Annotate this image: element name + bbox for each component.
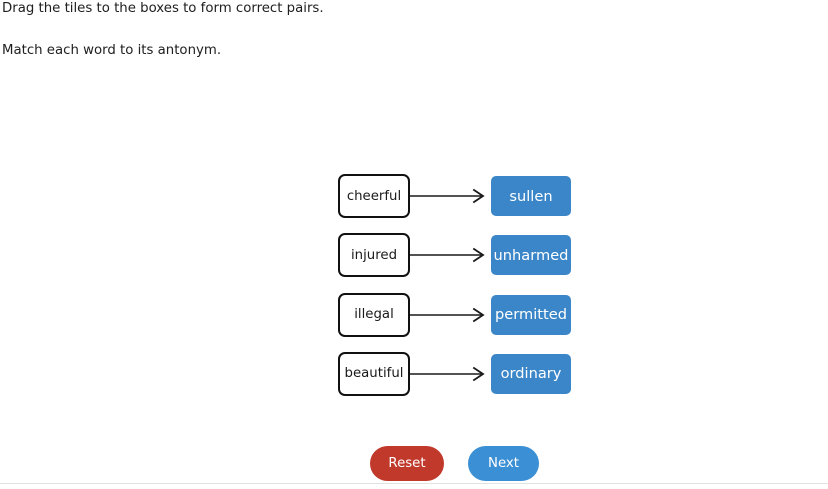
answer-label: unharmed	[493, 246, 569, 264]
answer-label: permitted	[495, 306, 567, 324]
pair-arrow-icon	[410, 187, 492, 205]
match-row: cheerful sullen	[338, 174, 578, 233]
prompt-label: illegal	[354, 307, 394, 323]
answer-tile-sullen[interactable]: sullen	[491, 176, 571, 216]
button-bar: Reset Next	[0, 446, 828, 482]
pair-arrow-icon	[410, 365, 492, 383]
bottom-divider	[0, 483, 828, 484]
pair-arrow-icon	[410, 306, 492, 324]
prompt-box-cheerful[interactable]: cheerful	[338, 174, 410, 218]
pair-arrow-icon	[410, 246, 492, 264]
prompt-box-illegal[interactable]: illegal	[338, 292, 410, 337]
next-button[interactable]: Next	[468, 446, 539, 481]
match-row: injured unharmed	[338, 233, 578, 292]
prompt-box-injured[interactable]: injured	[338, 233, 410, 278]
instruction-line-2: Match each word to its antonym.	[2, 43, 222, 59]
matching-exercise-area: cheerful sullen injured unharmed illeg	[338, 174, 578, 411]
match-row: beautiful ordinary	[338, 351, 578, 411]
prompt-label: cheerful	[346, 188, 402, 204]
prompt-label: beautiful	[344, 366, 404, 382]
answer-tile-ordinary[interactable]: ordinary	[491, 353, 571, 394]
answer-tile-permitted[interactable]: permitted	[491, 294, 571, 335]
answer-tile-unharmed[interactable]: unharmed	[491, 235, 571, 276]
prompt-label: injured	[350, 247, 398, 263]
reset-button[interactable]: Reset	[370, 446, 444, 481]
prompt-box-beautiful[interactable]: beautiful	[338, 351, 410, 396]
answer-label: sullen	[509, 187, 553, 205]
instructions-block: Drag the tiles to the boxes to form corr…	[2, 0, 802, 58]
answer-label: ordinary	[500, 365, 562, 383]
instruction-line-1: Drag the tiles to the boxes to form corr…	[2, 1, 324, 16]
match-row: illegal permitted	[338, 292, 578, 352]
